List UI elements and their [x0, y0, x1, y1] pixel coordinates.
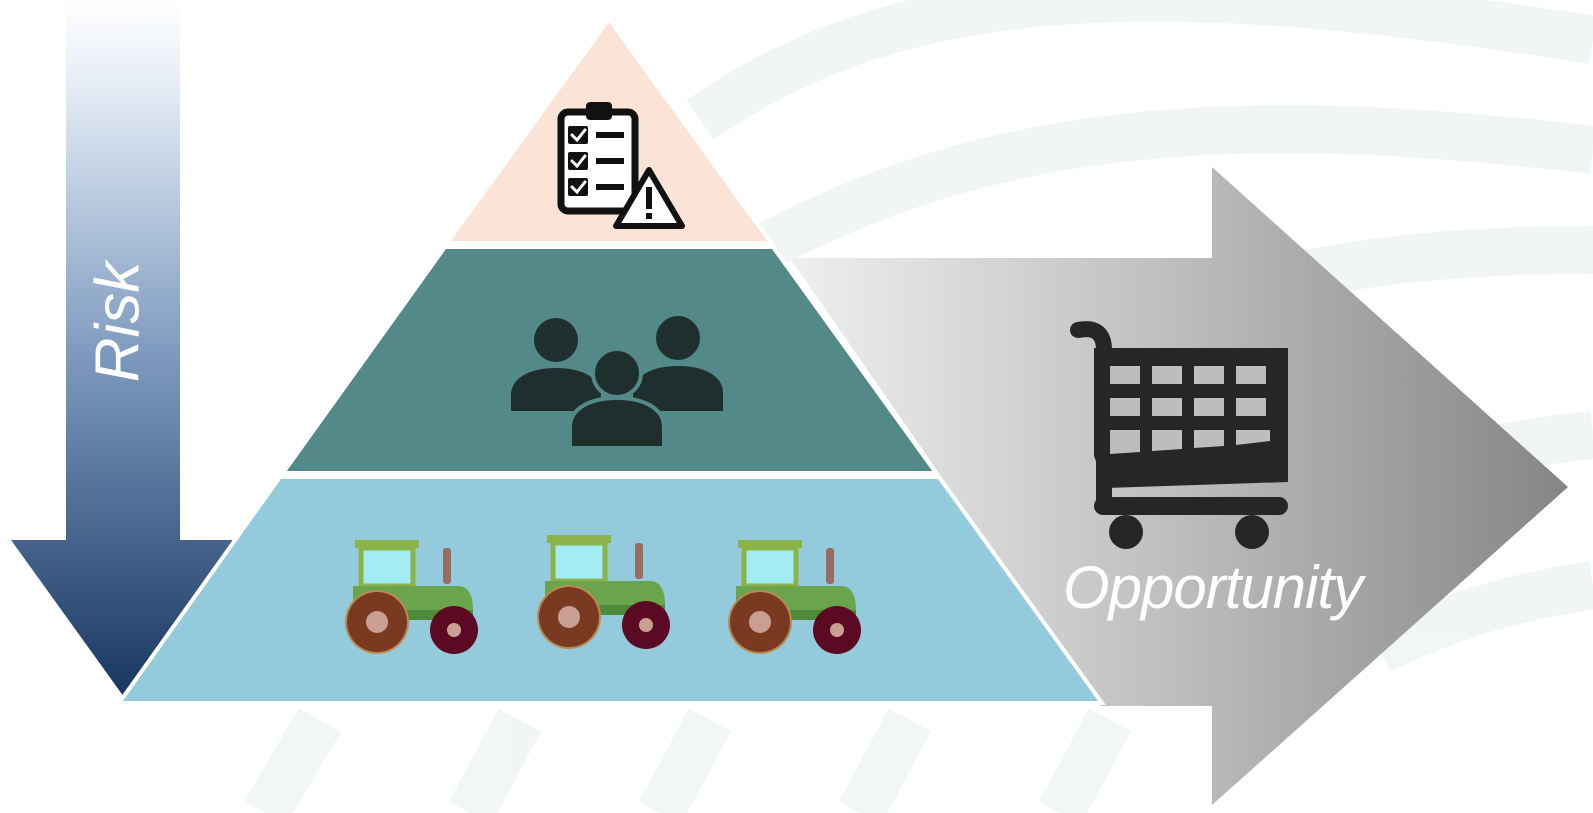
people-group-icon [507, 312, 727, 450]
opportunity-arrow [790, 167, 1568, 805]
opportunity-label: Opportunity [1063, 554, 1363, 621]
shopping-cart-icon [1070, 321, 1288, 549]
risk-label: Risk [83, 261, 153, 383]
checklist-warning-icon [557, 102, 685, 229]
tractor-icon [537, 535, 670, 649]
tractor-icon [728, 540, 861, 654]
tractor-icon [345, 540, 478, 654]
risk-arrow [11, 0, 235, 697]
